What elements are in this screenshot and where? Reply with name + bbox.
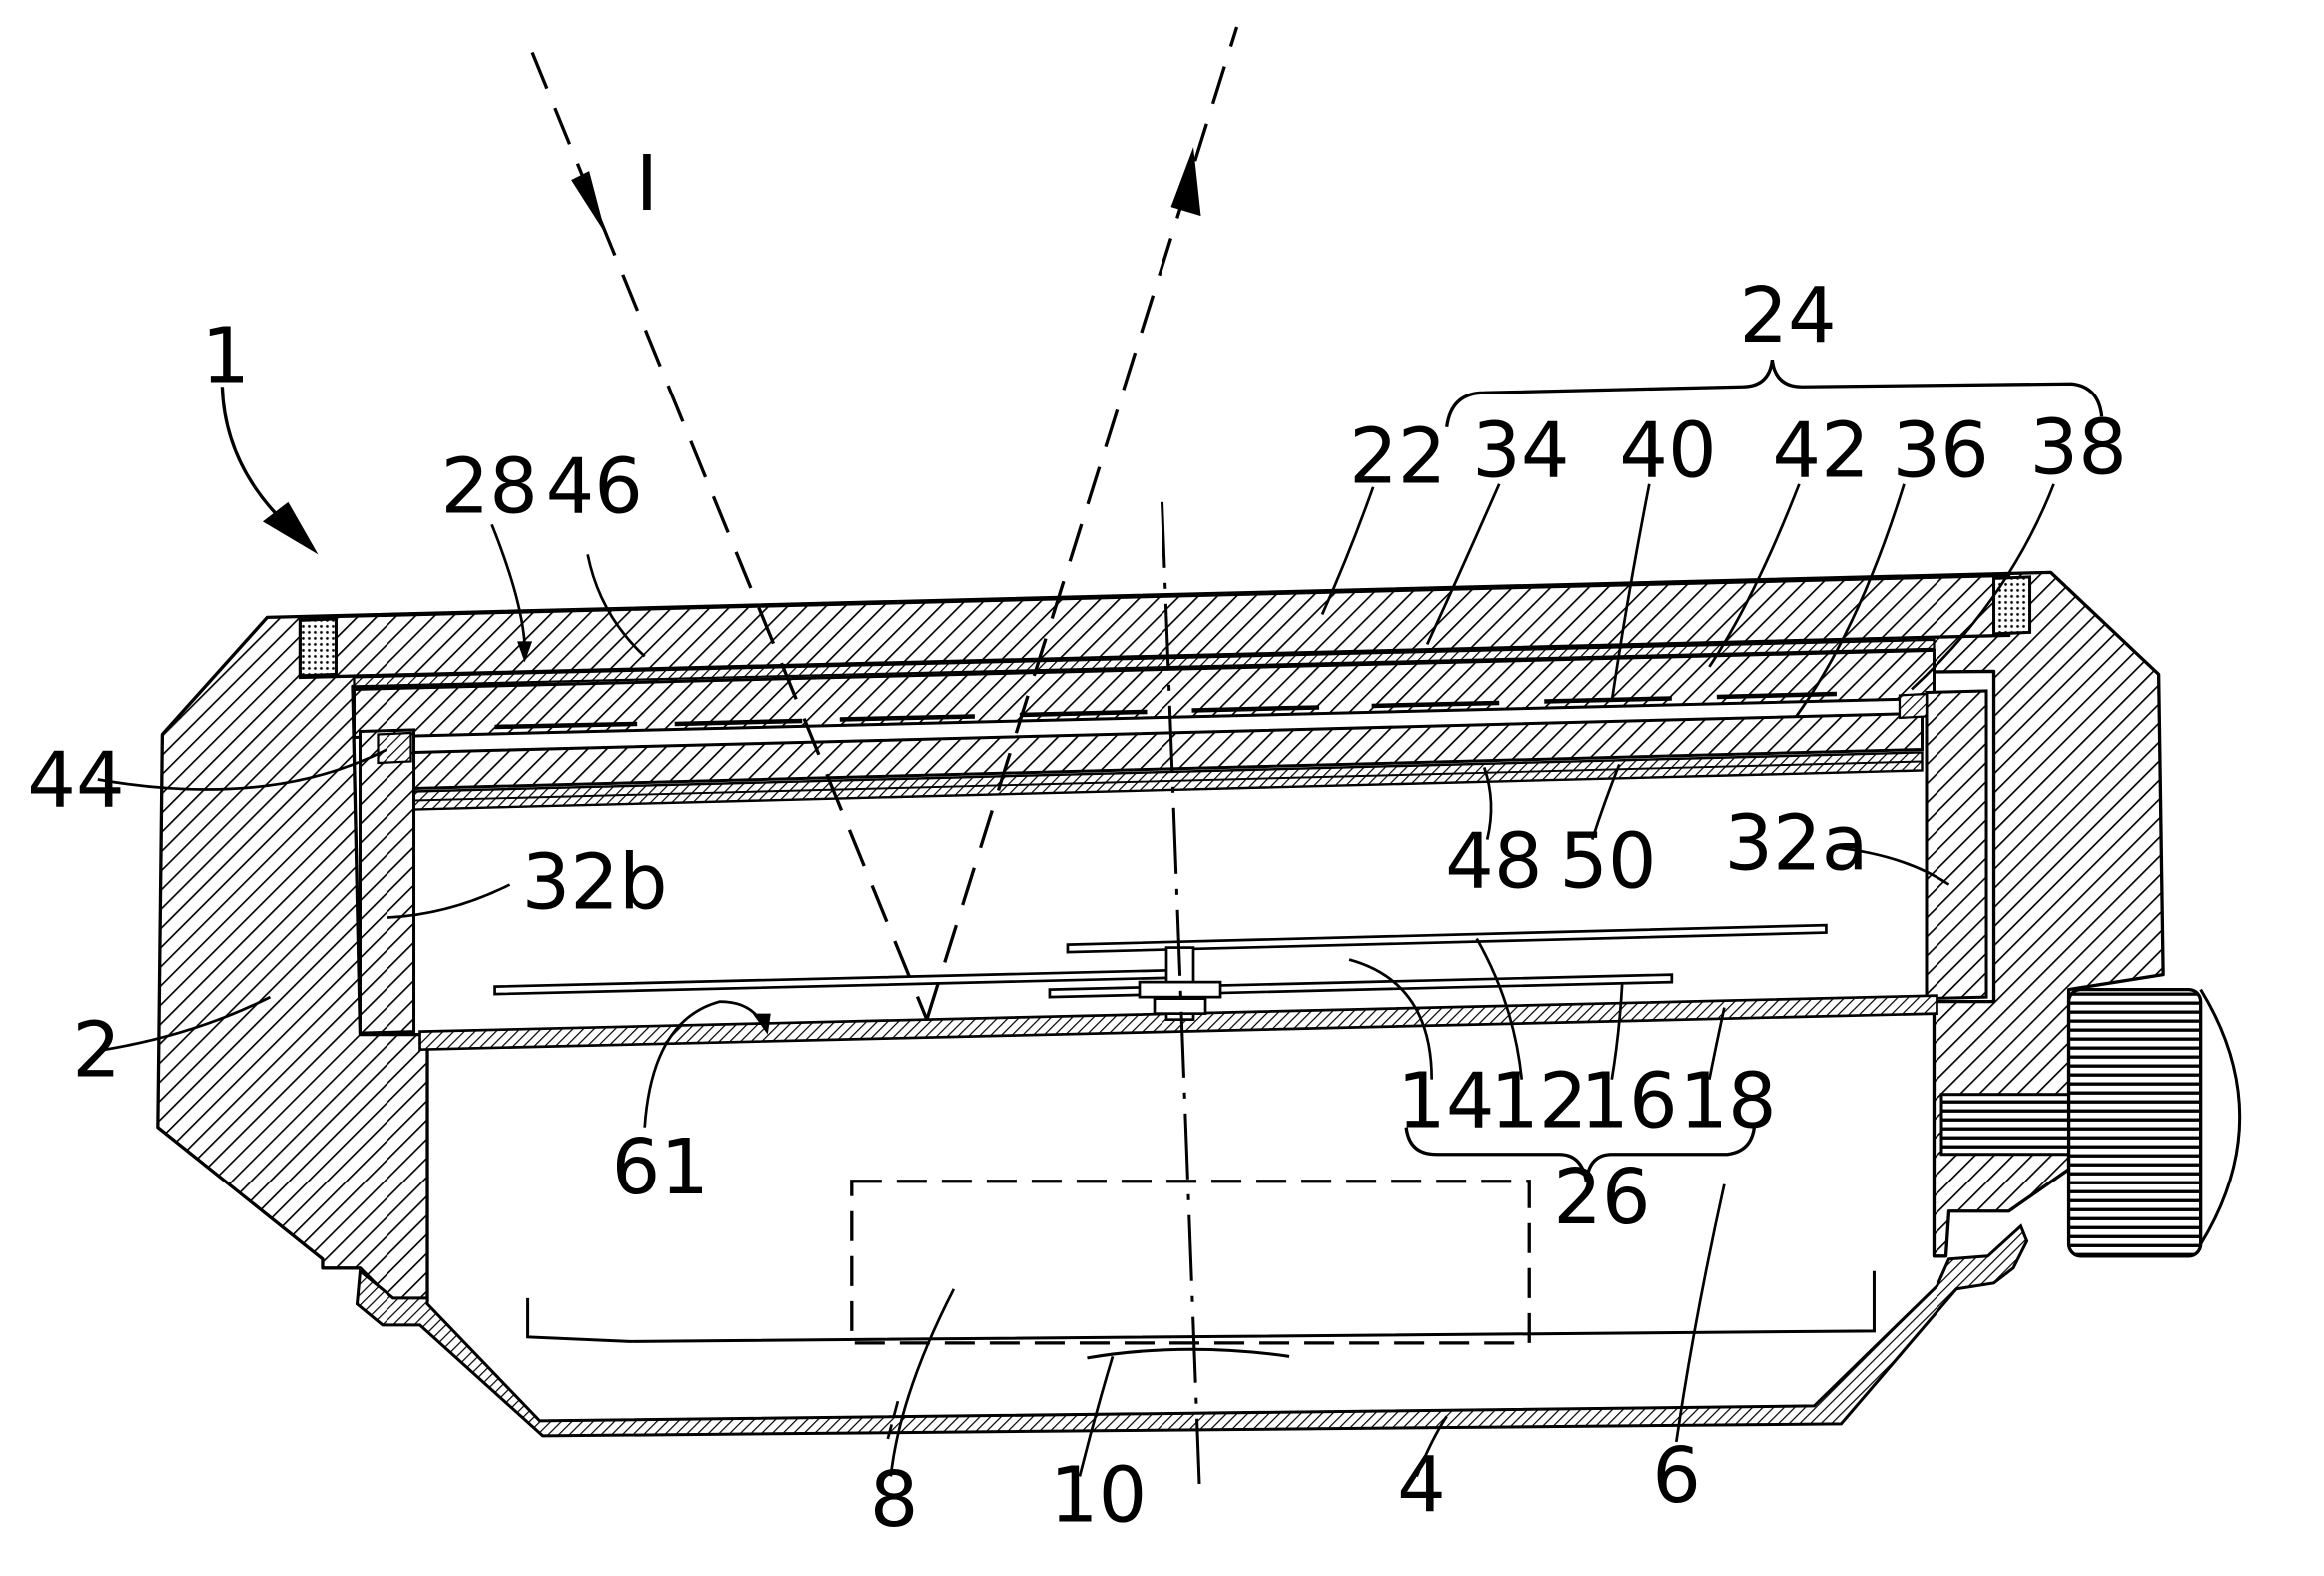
label-2: 2 [72, 1007, 121, 1096]
hand-hub-c [1155, 999, 1205, 1014]
label-22: 22 [1349, 412, 1446, 501]
spacer-38 [1900, 694, 1927, 718]
label-46: 46 [546, 442, 643, 531]
label-4: 4 [1397, 1441, 1446, 1530]
label-16: 16 [1580, 1058, 1677, 1147]
label-61: 61 [612, 1124, 709, 1212]
label-34: 34 [1472, 406, 1569, 495]
label-8: 8 [870, 1456, 919, 1545]
label-50: 50 [1559, 818, 1656, 907]
label-38: 38 [2030, 403, 2127, 492]
label-26: 26 [1553, 1154, 1650, 1242]
label-12: 12 [1490, 1058, 1587, 1147]
label-36: 36 [1892, 406, 1988, 495]
spacer-32a [1927, 691, 1986, 999]
label-I: I [636, 140, 659, 229]
sensor-lens [1087, 1349, 1289, 1358]
label-42: 42 [1772, 406, 1869, 495]
label-6: 6 [1652, 1432, 1701, 1521]
spacer-44 [379, 733, 411, 763]
sensor-body [528, 1271, 1875, 1342]
label-44: 44 [27, 737, 124, 826]
seal-left [300, 619, 336, 676]
label-48: 48 [1445, 818, 1542, 907]
label-24: 24 [1739, 272, 1836, 361]
label-14: 14 [1397, 1058, 1494, 1147]
seal-right [1994, 577, 2030, 634]
leader-61 [645, 1002, 762, 1128]
label-32b: 32b [522, 839, 668, 928]
label-40: 40 [1619, 406, 1716, 495]
label-1: 1 [201, 313, 250, 401]
leader-8 [891, 1289, 954, 1477]
spacer-32b [360, 730, 413, 1033]
label-10: 10 [1050, 1451, 1147, 1540]
leader-6 [1676, 1184, 1724, 1442]
label-32a: 32a [1724, 800, 1868, 889]
ray-incident-arrow [571, 171, 606, 234]
label-28: 28 [441, 442, 538, 531]
label-18: 18 [1679, 1058, 1776, 1147]
